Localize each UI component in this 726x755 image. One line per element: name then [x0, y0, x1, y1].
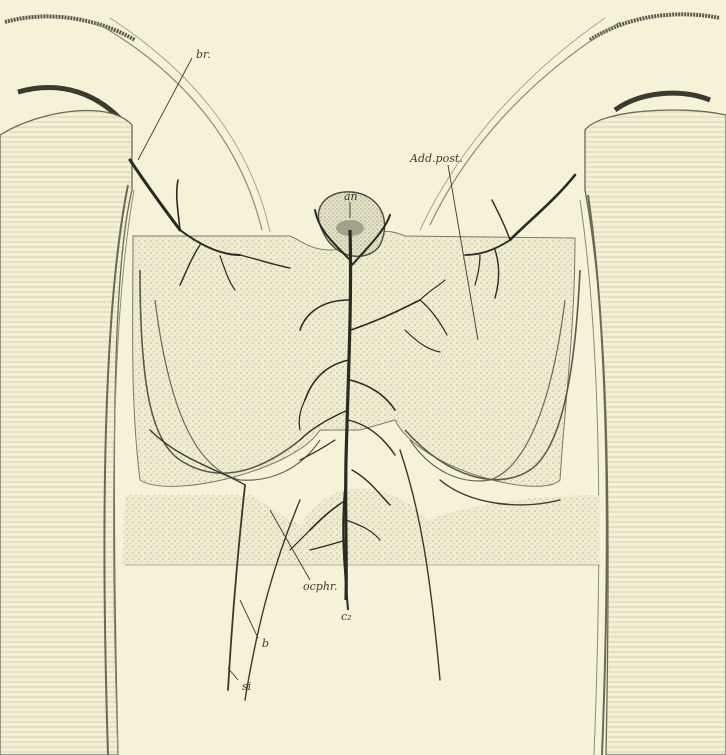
label-c2: c₂: [341, 610, 352, 623]
label-ocphr: ocphr.: [303, 580, 337, 593]
label-an: an: [344, 190, 358, 203]
label-si: si: [242, 680, 251, 693]
label-b: b: [262, 637, 269, 650]
label-br: br.: [196, 48, 211, 61]
label-add-post: Add.post.: [409, 152, 463, 165]
left-muscle-block: [0, 111, 132, 755]
